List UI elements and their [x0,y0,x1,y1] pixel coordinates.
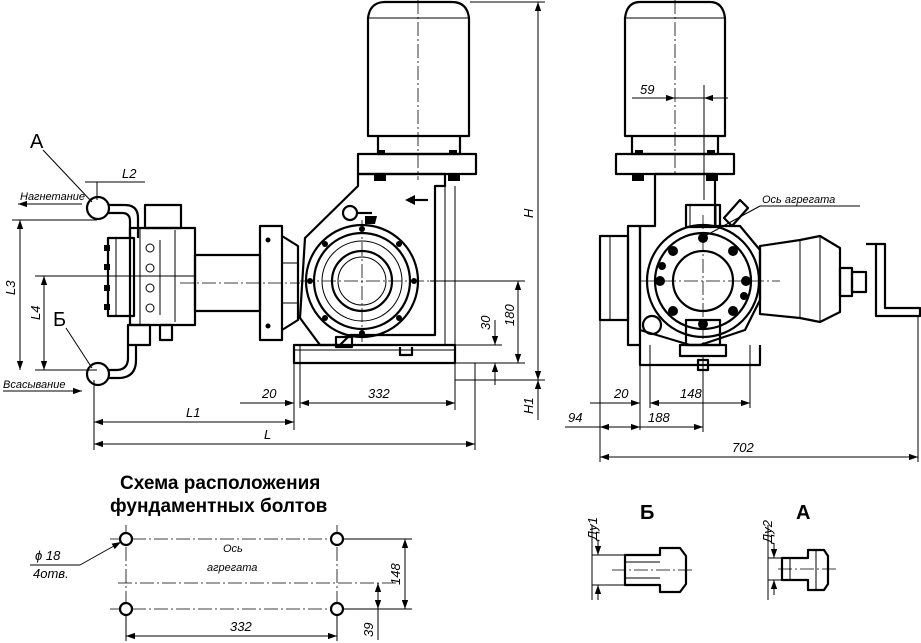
detail-a-dim: Ду2 [760,519,775,545]
detail-a-title: А [796,502,810,524]
dim-l1: L1 [186,405,200,420]
detail-b-title: Б [640,502,654,524]
bolt-scheme: Схема расположения фундаментных болтов ϕ… [30,473,412,641]
dim-30: 30 [478,315,493,330]
front-dim-148: 148 [680,386,702,401]
bolt-dim-148: 148 [388,563,403,585]
side-gearbox [298,172,456,357]
dim-188: 188 [648,410,670,425]
callout-b: Б [53,309,66,331]
side-view: А Б Нагнетание Всасывание L2 L3 L4 H H1 [3,0,545,450]
dim-180: 180 [502,304,517,326]
dim-332: 332 [368,386,390,401]
detail-b: Б Ду1 [585,502,695,600]
front-base [638,345,762,367]
bolt-dim-39: 39 [361,623,376,637]
side-pump-head [85,195,197,387]
detail-a: А Ду2 [760,502,838,600]
dim-h1: H1 [521,397,536,414]
hole-count: 4отв. [33,566,69,581]
side-motor [356,0,478,181]
bolt-axis-line1: Ось [223,543,243,555]
front-dim-20: 20 [613,386,629,401]
bolt-scheme-title-line1: Схема расположения [120,473,320,494]
dim-l3: L3 [3,280,18,295]
dim-94: 94 [568,410,582,425]
dim-20: 20 [261,386,277,401]
front-dimensions: 59 Ось агрегата 20 148 94 188 702 [565,82,919,462]
callout-a: А [30,131,44,153]
detail-b-dim: Ду1 [585,517,600,542]
dim-702: 702 [732,440,754,455]
bolt-scheme-title-line2: фундаментных болтов [110,496,327,517]
dim-h: H [521,208,536,218]
side-base [292,343,457,365]
dim-59: 59 [640,82,654,97]
hole-diameter: ϕ 18 [35,548,61,563]
axis-label-front: Ось агрегата [762,194,835,206]
side-dimensions: L2 L3 L4 H H1 180 30 [3,1,545,450]
bolt-axis-line2: агрегата [207,562,257,574]
side-coupling [180,224,300,342]
dim-l4: L4 [28,306,43,320]
front-gearbox [598,172,780,372]
dim-l2: L2 [122,166,137,181]
front-motor [614,0,736,200]
front-view: 59 Ось агрегата 20 148 94 188 702 [565,0,921,462]
bolt-dim-332: 332 [230,619,252,634]
discharge-label: Нагнетание [20,191,85,203]
front-pump-body [758,234,921,324]
suction-label: Всасывание [3,379,65,391]
dim-l: L [264,427,271,442]
